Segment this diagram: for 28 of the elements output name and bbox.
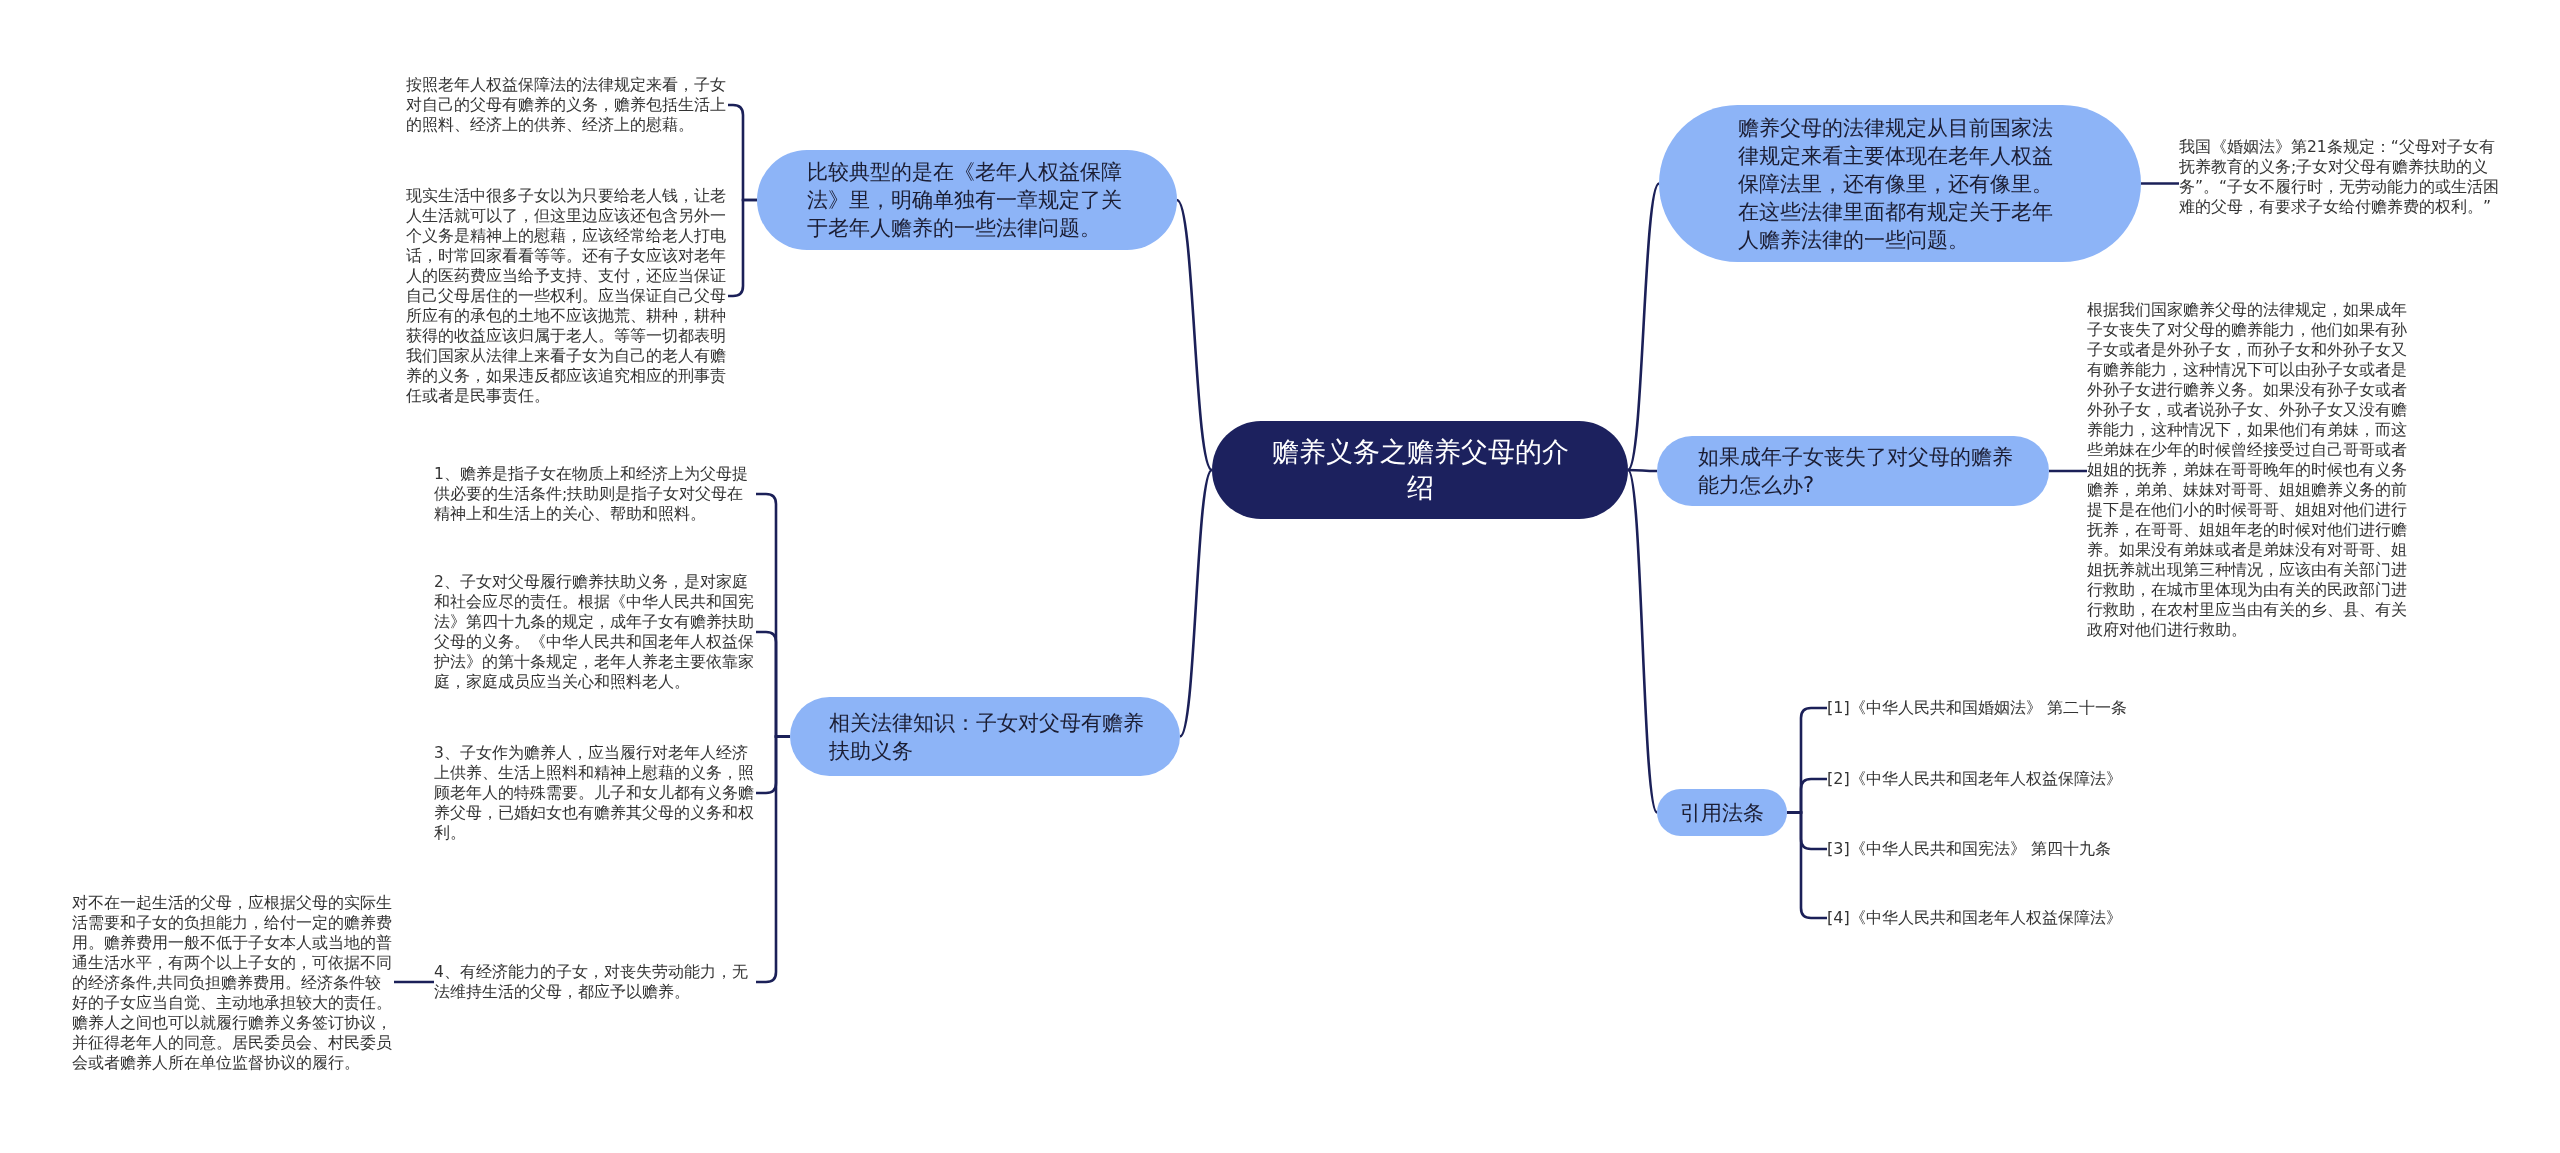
connector-line bbox=[394, 980, 434, 984]
note-text: 我国《婚姻法》第21条规定：“父母对子女有抚养教育的义务;子女对父母有赡养扶助的义务”。“子女不履行时，无劳动能力的或生活困难的父母，有要求子女给付赡养费的权利。” bbox=[2179, 137, 2501, 217]
connector-line bbox=[1626, 469, 1659, 814]
connector-line bbox=[2141, 182, 2179, 185]
note-text: 现实生活中很多子女以为只要给老人钱，让老人生活就可以了，但这里边应该还包含另外一个义务是精神上的慰藉，应该经常给老人打电话，时常回家看看等等。还有子女应该对老年人的医药费应当给予支持、支付，还应当保证自己父母居住的一些权利。应当保证自己父母所应有的承包的土地不应该抛荒、耕种，耕种获得的收益应该归属于老人。等等一切都表明我们国家从法律上来看子女为自己的老人有赡养的义务，如果违反都应该追究相应的刑事责任或者是民事责任。 bbox=[406, 186, 728, 406]
central-topic-text: 赡养义务之赡养父母的介绍 bbox=[1270, 435, 1570, 505]
topic-text: 如果成年子女丧失了对父母的赡养能力怎么办? bbox=[1698, 444, 2014, 499]
topic-text: 引用法条 bbox=[1680, 799, 1764, 827]
topic-text: 赡养父母的法律规定从目前国家法律规定来看主要体现在老年人权益保障法里，还有像里，还有像里。在这些法律里面都有规定关于老年人赡养法律的一些问题。 bbox=[1738, 114, 2054, 254]
note-text: 2、子女对父母履行赡养扶助义务，是对家庭和社会应尽的责任。根据《中华人民共和国宪法》第四十九条的规定，成年子女有赡养扶助父母的义务。《中华人民共和国老年人权益保护法》的第十条规定，老年人养老主要依靠家庭，家庭成员应当关心和照料老人。 bbox=[434, 572, 756, 692]
note-text: 按照老年人权益保障法的法律规定来看，子女对自己的父母有赡养的义务，赡养包括生活上的照料、经济上的供养、经济上的慰藉。 bbox=[406, 75, 728, 135]
note-text: 根据我们国家赡养父母的法律规定，如果成年子女丧失了对父母的赡养能力，他们如果有孙子女或者是外孙子女，而孙子女和外孙子女又有赡养能力，这种情况下可以由孙子女或者是外孙子女进行赡养义务。如果没有孙子女或者外孙子女，或者说孙子女、外孙子女又没有赡养能力，这种情况下，如果他们有弟妹，而这些弟妹在少年的时候曾经接受过自己哥哥或者姐姐的抚养，弟妹在哥哥晚年的时候也有义务赡养，弟弟、妹妹对哥哥、姐姐赡养义务的前提下是在他们小的时候哥哥、姐姐对他们进行抚养，在哥哥、姐姐年老的时候对他们进行赡养。如果没有弟妹或者是弟妹没有对哥哥、姐姐抚养就出现第三种情况，应该由有关部门进行救助，在城市里体现为由有关的民政部门进行救助，在农村里应当由有关的乡、县、有关政府对他们进行救助。 bbox=[2087, 300, 2409, 640]
citation-text: [2]《中华人民共和国老年人权益保障法》 bbox=[1827, 769, 2122, 789]
connector-line bbox=[1626, 182, 1661, 471]
citation-text: [1]《中华人民共和国婚姻法》 第二十一条 bbox=[1827, 698, 2127, 718]
citation-text: [4]《中华人民共和国老年人权益保障法》 bbox=[1827, 908, 2122, 928]
connector-line bbox=[2049, 469, 2087, 473]
note-text: 3、子女作为赡养人，应当履行对老年人经济上供养、生活上照料和精神上慰藉的义务，照顾老年人的特殊需要。儿子和女儿都有义务赡养父母，已婚妇女也有赡养其父母的义务和权利。 bbox=[434, 743, 756, 843]
connector-line bbox=[1175, 199, 1214, 471]
note-text: 4、有经济能力的子女，对丧失劳动能力，无法维持生活的父母，都应予以赡养。 bbox=[434, 962, 756, 1002]
connector-line bbox=[1628, 468, 1657, 473]
topic-text: 比较典型的是在《老年人权益保障法》里，明确单独有一章规定了关于老年人赡养的一些法律问题。 bbox=[807, 159, 1123, 242]
topic-pill bbox=[1657, 789, 1787, 836]
topic-text: 相关法律知识：子女对父母有赡养扶助义务 bbox=[829, 709, 1145, 765]
connector-line bbox=[1178, 469, 1214, 738]
citation-text: [3]《中华人民共和国宪法》 第四十九条 bbox=[1827, 839, 2111, 859]
note-text: 1、赡养是指子女在物质上和经济上为父母提供必要的生活条件;扶助则是指子女对父母在精神上和生活上的关心、帮助和照料。 bbox=[434, 464, 756, 524]
note-text: 对不在一起生活的父母，应根据父母的实际生活需要和子女的负担能力，给付一定的赡养费用。赡养费用一般不低于子女本人或当地的普通生活水平，有两个以上子女的，可依据不同的经济条件,共同负担赡养费用。经济条件较好的子女应当自觉、主动地承担较大的责任。赡养人之间也可以就履行赡养义务签订协议，并征得老年人的同意。居民委员会、村民委员会或者赡养人所在单位监督协议的履行。 bbox=[72, 893, 394, 1073]
